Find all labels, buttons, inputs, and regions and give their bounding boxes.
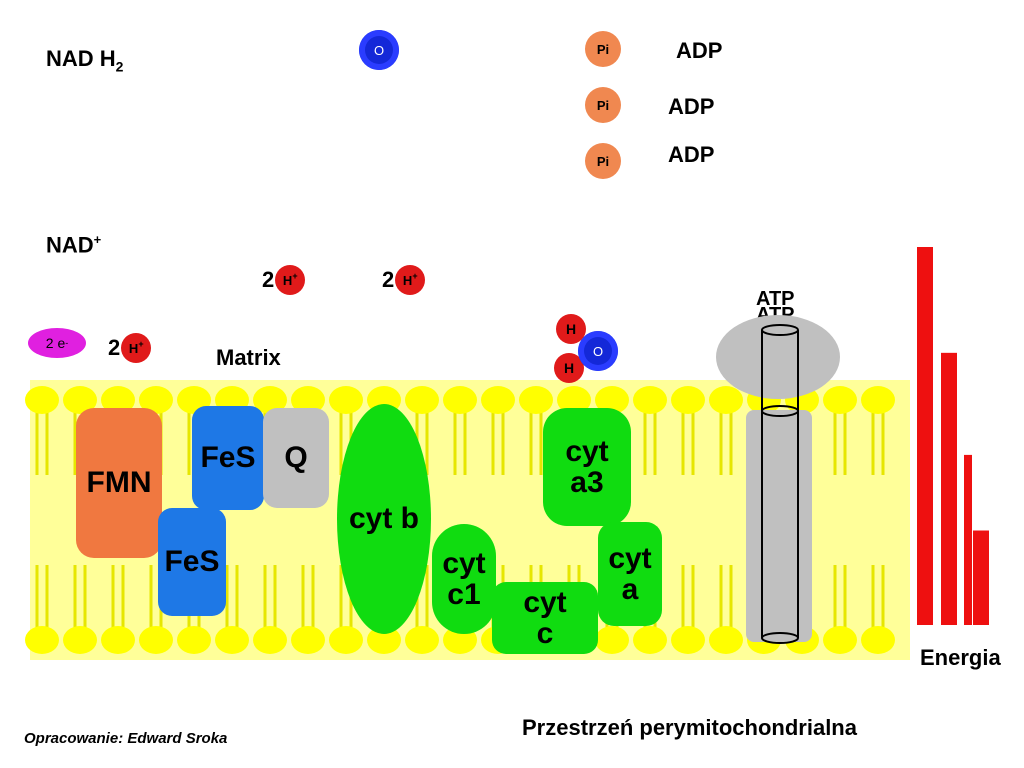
lipid-molecule [253, 565, 287, 654]
lipid-molecule [671, 386, 705, 475]
lipid-molecule [671, 565, 705, 654]
phosphate-icon: Pi [585, 31, 621, 67]
lipid-molecule [291, 565, 325, 654]
lipid-molecule [709, 386, 743, 475]
proton-icon: H+ [395, 265, 426, 295]
adp-label: ADP [668, 94, 715, 119]
adp-label: ADP [676, 38, 723, 63]
energy-bar [964, 454, 972, 625]
atp-synthase-channel [761, 324, 799, 644]
electron-pair-icon: 2 e- [28, 328, 86, 358]
atp-label: ATP [756, 288, 795, 310]
energy-bar [941, 352, 957, 625]
lipid-molecule [709, 565, 743, 654]
lipid-molecule [519, 386, 553, 475]
intermembrane-space-label: Przestrzeń perymitochondrialna [522, 715, 857, 740]
lipid-molecule [861, 565, 895, 654]
lipid-molecule [633, 386, 667, 475]
atp-synthase-head [716, 315, 840, 399]
lipid-molecule [215, 565, 249, 654]
lipid-molecule [861, 386, 895, 475]
author-credit: Opracowanie: Edward Sroka [24, 730, 228, 747]
ubiquinone-q: Q [263, 408, 329, 508]
energia-label: Energia [920, 645, 1001, 670]
lipid-molecule [63, 565, 97, 654]
lipid-molecule [25, 386, 59, 475]
oxygen-molecule: O [359, 30, 399, 70]
energy-bar [973, 530, 989, 625]
adp-label: ADP [668, 142, 715, 167]
proton-icon: H+ [121, 333, 152, 363]
nad-label: NAD+ [46, 232, 102, 258]
fmn-complex: FMN [76, 408, 162, 558]
lipid-molecule [101, 565, 135, 654]
proton-pair: 2 H+ [108, 333, 152, 363]
cytochrome-b: cyt b [337, 404, 431, 634]
oxygen-icon: O [578, 331, 618, 371]
lipid-molecule [823, 565, 857, 654]
phosphate-icon: Pi [585, 143, 621, 179]
nadh2-label: NAD H2 [46, 46, 124, 75]
lipid-molecule [823, 386, 857, 475]
lipid-molecule [25, 565, 59, 654]
fes-cluster-lower: FeS [158, 508, 226, 616]
matrix-label: Matrix [216, 345, 281, 370]
lipid-molecule [481, 386, 515, 475]
phosphate-icon: Pi [585, 87, 621, 123]
fes-cluster-upper: FeS [192, 406, 264, 510]
lipid-molecule [443, 386, 477, 475]
proton-icon: H+ [275, 265, 306, 295]
energy-bar [917, 247, 933, 625]
proton-pair: 2 H+ [382, 265, 426, 295]
proton-pair: 2 H+ [262, 265, 306, 295]
